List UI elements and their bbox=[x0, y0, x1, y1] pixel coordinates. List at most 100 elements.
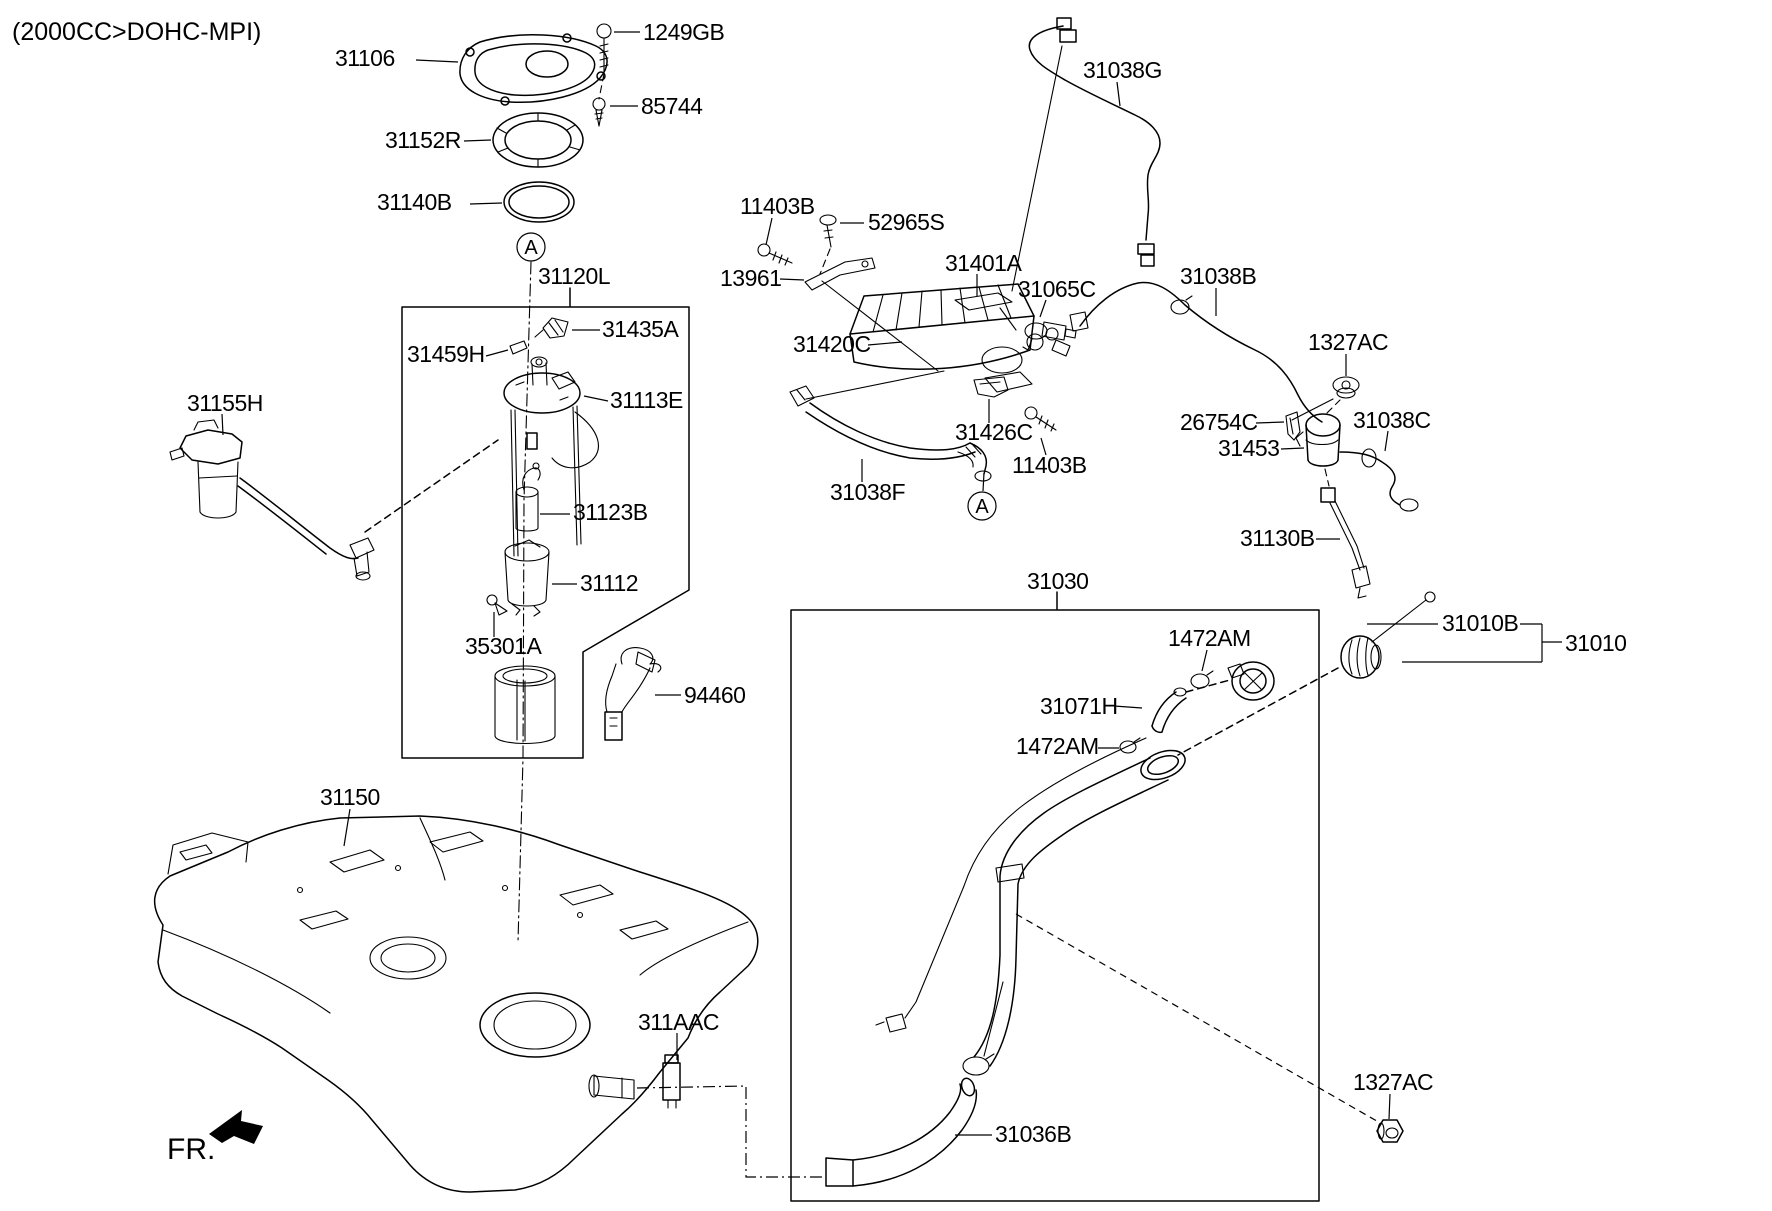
alignment-dash bbox=[819, 248, 831, 275]
attachment-line bbox=[1011, 45, 1063, 292]
fuel-cap-31010-drawing bbox=[1340, 591, 1436, 679]
filler-pipe-drawing bbox=[875, 737, 1186, 1067]
label-31065C: 31065C bbox=[1018, 276, 1096, 302]
plate-inner bbox=[474, 43, 596, 97]
marker-letter: A bbox=[524, 237, 538, 259]
label-31120L: 31120L bbox=[538, 263, 611, 289]
fuel-pump-31123B-drawing bbox=[515, 462, 541, 532]
label-26754C: 26754C bbox=[1180, 409, 1258, 435]
filler-box-31030 bbox=[790, 591, 1320, 1202]
flange bbox=[503, 372, 581, 414]
canister-ribs bbox=[872, 284, 1012, 333]
label-31453: 31453 bbox=[1218, 435, 1279, 461]
marker-circle bbox=[967, 491, 997, 521]
vent-tube-end bbox=[885, 1013, 907, 1033]
label-52965S: 52965S bbox=[868, 209, 944, 235]
label-31155H: 31155H bbox=[187, 390, 263, 416]
bolt-11403B-top-drawing bbox=[757, 243, 793, 266]
label-31150: 31150 bbox=[320, 784, 380, 810]
bolt-11403B-bottom-drawing bbox=[1024, 406, 1057, 432]
plate-tab bbox=[596, 71, 606, 81]
pump-module-box-31120L bbox=[401, 287, 690, 759]
pump-plate-31113E-drawing bbox=[503, 356, 599, 557]
tank-outline bbox=[154, 815, 759, 1193]
hose-clamp bbox=[962, 1056, 990, 1076]
label-94460: 94460 bbox=[684, 682, 745, 708]
float-sender-94460-drawing bbox=[604, 647, 662, 741]
hose-31038F-drawing bbox=[789, 370, 992, 482]
hose-31038B-drawing bbox=[1069, 281, 1323, 423]
nut-alignment-dash bbox=[1015, 913, 1383, 1125]
detail-marker-a-top: A bbox=[516, 232, 546, 262]
label-31130B: 31130B bbox=[1240, 525, 1315, 551]
screw-85744-drawing bbox=[592, 97, 606, 127]
label-31038G: 31038G bbox=[1083, 57, 1162, 83]
cap-bracket-lines bbox=[1367, 623, 1562, 663]
fr-label: FR. bbox=[167, 1133, 215, 1166]
label-31036B: 31036B bbox=[995, 1121, 1071, 1147]
label-31426C: 31426C bbox=[955, 419, 1033, 445]
hose-31071H-drawing bbox=[1151, 687, 1187, 734]
grommet-1327AC-top-drawing bbox=[1291, 376, 1360, 421]
label-31152R: 31152R bbox=[385, 127, 461, 153]
plate-outline bbox=[459, 34, 608, 104]
screw-head bbox=[596, 23, 612, 39]
cap-tether bbox=[1371, 599, 1427, 643]
label-31140B: 31140B bbox=[377, 189, 452, 215]
plate-tab bbox=[562, 33, 572, 43]
pump-motor-31112-drawing bbox=[504, 539, 550, 617]
leader-lines bbox=[221, 31, 1391, 1136]
label-31106: 31106 bbox=[335, 45, 395, 71]
label-1249GB: 1249GB bbox=[643, 19, 725, 45]
front-direction-marker: FR. bbox=[167, 1110, 263, 1166]
hose-31036B-drawing bbox=[825, 1053, 995, 1187]
attachment-dash bbox=[364, 439, 499, 533]
label-1472AM-lower: 1472AM bbox=[1016, 733, 1099, 759]
hose-31038G-drawing bbox=[1011, 17, 1161, 292]
canister-31420C-drawing bbox=[821, 280, 1071, 393]
clip-26754C-drawing bbox=[1285, 411, 1301, 441]
valve-35301A-drawing bbox=[486, 594, 508, 616]
centerline bbox=[517, 261, 532, 943]
plate-hole bbox=[525, 50, 569, 78]
label-31030: 31030 bbox=[1027, 568, 1088, 594]
valve-31453-drawing bbox=[1295, 413, 1341, 467]
detail-box bbox=[790, 609, 1320, 1202]
hose-alignment-dash bbox=[1185, 679, 1231, 693]
oring-outer bbox=[503, 181, 575, 223]
pump-opening bbox=[479, 992, 591, 1058]
fuel-tank-31150-drawing bbox=[154, 815, 759, 1193]
label-31112: 31112 bbox=[580, 570, 638, 596]
screw-1249GB-drawing bbox=[596, 23, 612, 100]
label-11403B-top: 11403B bbox=[740, 193, 815, 219]
label-31401A: 31401A bbox=[945, 250, 1022, 276]
label-31113E: 31113E bbox=[610, 387, 683, 413]
detail-marker-a-bottom: A bbox=[967, 472, 997, 521]
cover-plate-31106-drawing bbox=[459, 33, 608, 106]
pad-31401A-drawing bbox=[954, 292, 1017, 331]
nut-1327AC-bottom-drawing bbox=[1376, 1119, 1404, 1143]
vent-tube bbox=[904, 737, 1147, 1019]
clamp-1472AM-lower-drawing bbox=[1119, 737, 1141, 754]
label-311AAC: 311AAC bbox=[638, 1009, 719, 1035]
label-11403B-bottom: 11403B bbox=[1012, 452, 1087, 478]
tube-31130B-drawing bbox=[1320, 468, 1371, 599]
bracket-31426C-drawing bbox=[973, 376, 1009, 398]
tank-outlet-nipple bbox=[593, 1075, 635, 1100]
mount-line bbox=[821, 280, 939, 372]
label-31038B: 31038B bbox=[1180, 263, 1256, 289]
label-1472AM-upper: 1472AM bbox=[1168, 625, 1251, 651]
sensor-31435A-drawing bbox=[534, 317, 569, 339]
label-85744: 85744 bbox=[641, 93, 703, 119]
label-31010: 31010 bbox=[1565, 630, 1626, 656]
rod-31459H-drawing bbox=[509, 340, 528, 355]
label-31459H: 31459H bbox=[407, 341, 485, 367]
label-31420C: 31420C bbox=[793, 331, 871, 357]
oring-inner bbox=[508, 185, 570, 219]
tube-311AAC-drawing bbox=[662, 1054, 681, 1109]
label-31010B: 31010B bbox=[1442, 610, 1518, 636]
plate-tab bbox=[465, 47, 475, 57]
marker-circle bbox=[516, 232, 546, 262]
